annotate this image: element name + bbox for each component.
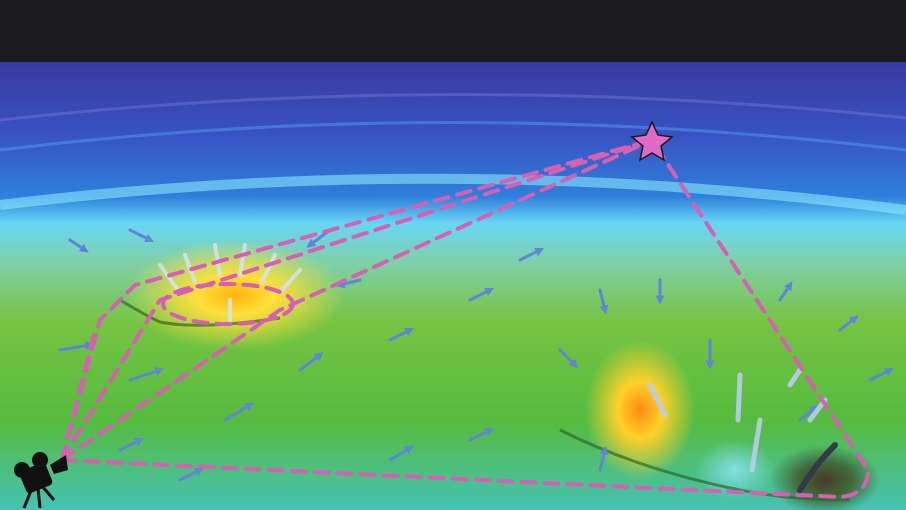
path-inner [60, 138, 654, 462]
camera-icon [14, 452, 68, 509]
einstein-ring [161, 282, 295, 326]
hotspot-right [585, 340, 695, 480]
top-dark-band [0, 0, 906, 62]
light-paths [60, 138, 871, 500]
path-middle [60, 138, 654, 462]
star-icon [630, 120, 674, 162]
horizon-band [0, 92, 906, 122]
hotspot-left [125, 240, 345, 350]
path-upper [60, 328, 97, 462]
vector-field [58, 228, 895, 482]
horizon-band [0, 121, 906, 152]
dark-arrow [797, 442, 838, 493]
cyan-ridge [0, 173, 906, 215]
